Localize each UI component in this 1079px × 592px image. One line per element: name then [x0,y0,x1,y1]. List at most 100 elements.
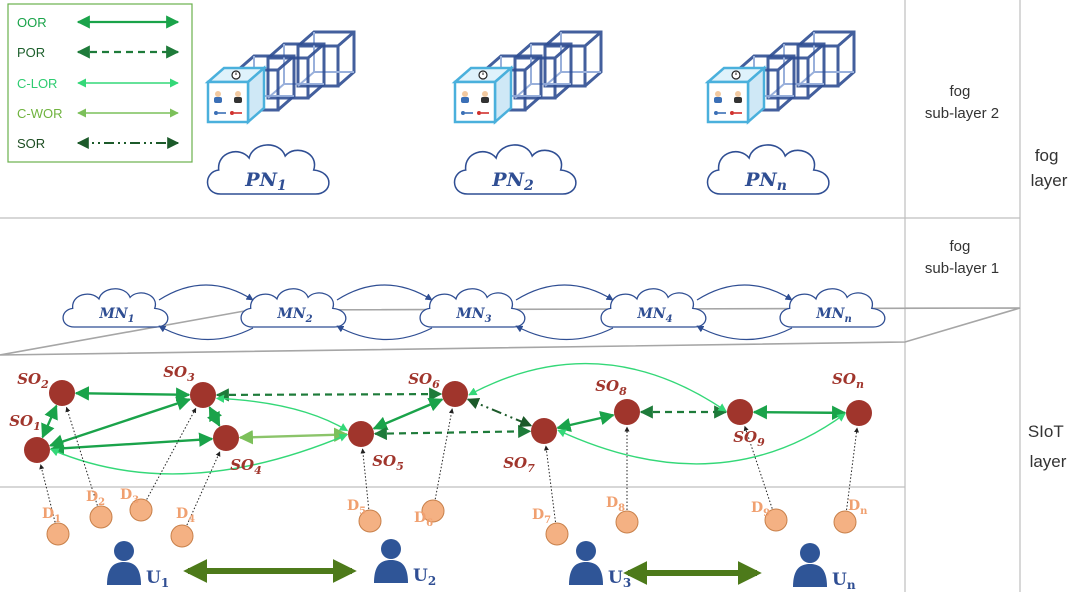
device-circle [421,499,445,523]
device-node-d3: D3 [120,487,153,522]
so-circle [49,380,75,406]
person-icon [234,91,242,103]
device-node-d5: D5 [347,498,382,533]
mn-node-mn3: MN3 [419,288,526,328]
mn-node-mnn: MNn [779,288,886,328]
fog-layer-label: fog layer [1031,146,1068,190]
siot-relationship-edges [41,362,847,475]
so-node-so2: SO2 [17,370,75,406]
legend-label-cwor: C-WOR [17,106,63,121]
edge-por-so3-so6 [215,387,443,402]
device-node-d6: D6 [414,499,445,529]
legend-label-oor: OOR [17,15,47,30]
mn-link [696,284,793,341]
so-label-so8: SO8 [595,377,627,398]
edge-clor-so6-so9 [468,362,727,412]
mn-label-mn2: MN2 [276,306,312,325]
mn-node-mn1: MN1 [62,288,169,328]
device-node-dn: Dn [833,498,868,534]
so-circle [24,437,50,463]
device-link-d7 [543,445,556,523]
user-icon [107,541,141,585]
device-label-dn: Dn [848,498,868,517]
device-circle [833,510,857,534]
edge-oor-so1-so3 [48,396,192,449]
device-label-d9: D9 [751,500,770,519]
device-link-d6 [434,408,454,500]
key-icon [230,111,242,115]
layer-dividers [0,0,1021,592]
pn-label-pn1: PN1 [244,169,286,194]
mn-link [336,284,433,341]
mn-label-mnn: MNn [815,306,852,325]
device-ownership-links [39,406,859,526]
fog-sub-layer-2-nodes: PN1 PN2 PNn [204,30,856,195]
wireframe-cube [796,30,856,88]
device-link-d5 [360,448,370,510]
so-circle [727,399,753,425]
pn-cube-chain [204,30,356,125]
pn-label-pnn: PNn [744,169,787,194]
so-circle [614,399,640,425]
user-icon [374,539,408,583]
so-node-so1: SO1 [9,412,50,463]
edge-cwor-so4-so5 [238,427,349,445]
device-circle [46,522,70,546]
person-icon [214,91,222,103]
so-node-so7: SO7 [503,418,557,475]
pn-node-pn1: PN1 [204,30,356,195]
person-icon [481,91,489,103]
mn-node-mn4: MN4 [600,288,707,328]
layer-labels: fog sub-layer 2 fog sub-layer 1 fog laye… [925,83,1068,471]
so-node-so3: SO3 [163,363,216,408]
alarm-clock-icon [731,70,741,80]
edge-clor-so7-son [557,413,846,465]
user-label-u2: U2 [413,566,436,588]
person-icon [714,91,722,103]
so-label-son: SOn [832,370,864,391]
so-label-so1: SO1 [9,412,41,433]
fog-sub-layer-1-label: fog sub-layer 1 [925,238,999,277]
legend-label-sor: SOR [17,136,45,151]
pn-main-cube [204,65,268,125]
key-icon [730,111,742,115]
alarm-clock-icon [478,70,488,80]
device-link-d9 [743,425,773,509]
person-icon [734,91,742,103]
edge-clor-so3-so5 [215,394,349,432]
so-circle [190,382,216,408]
user-node-u2: U2 [374,539,436,588]
person-icon [461,91,469,103]
device-link-d1 [39,464,56,523]
device-link-d3 [146,407,197,500]
so-label-so7: SO7 [503,454,535,475]
device-circle [129,498,153,522]
user-label-u1: U1 [146,568,169,590]
user-icon [569,541,603,585]
device-circle [358,509,382,533]
legend-label-por: POR [17,45,45,60]
siot-layer-label: SIoT layer [1028,422,1068,471]
pn-label-pn2: PN2 [491,169,534,194]
device-label-d4: D4 [176,506,195,525]
edge-oor-so2-so3 [74,386,191,402]
device-label-d2: D2 [86,489,105,508]
device-label-d8: D8 [606,495,625,514]
fog-sub-layer-1-nodes: MN1 MN2 MN3 MN4 MNn [62,284,886,341]
so-label-so4: SO4 [230,456,262,477]
device-circle [89,505,113,529]
edge-sor-so6-so7 [466,397,533,428]
device-label-d6: D6 [414,510,433,529]
edge-oor-so5-so6 [372,397,444,431]
device-label-d7: D7 [532,507,551,526]
device-label-d3: D3 [120,487,139,506]
so-node-so5: SO5 [348,421,404,473]
device-node-d1: D1 [42,506,70,546]
legend-item-cwor: C-WOR [17,106,179,121]
edge-oor-so2-so1 [41,404,58,439]
key-icon [214,111,226,115]
so-circle [213,425,239,451]
so-label-so9: SO9 [733,428,765,449]
